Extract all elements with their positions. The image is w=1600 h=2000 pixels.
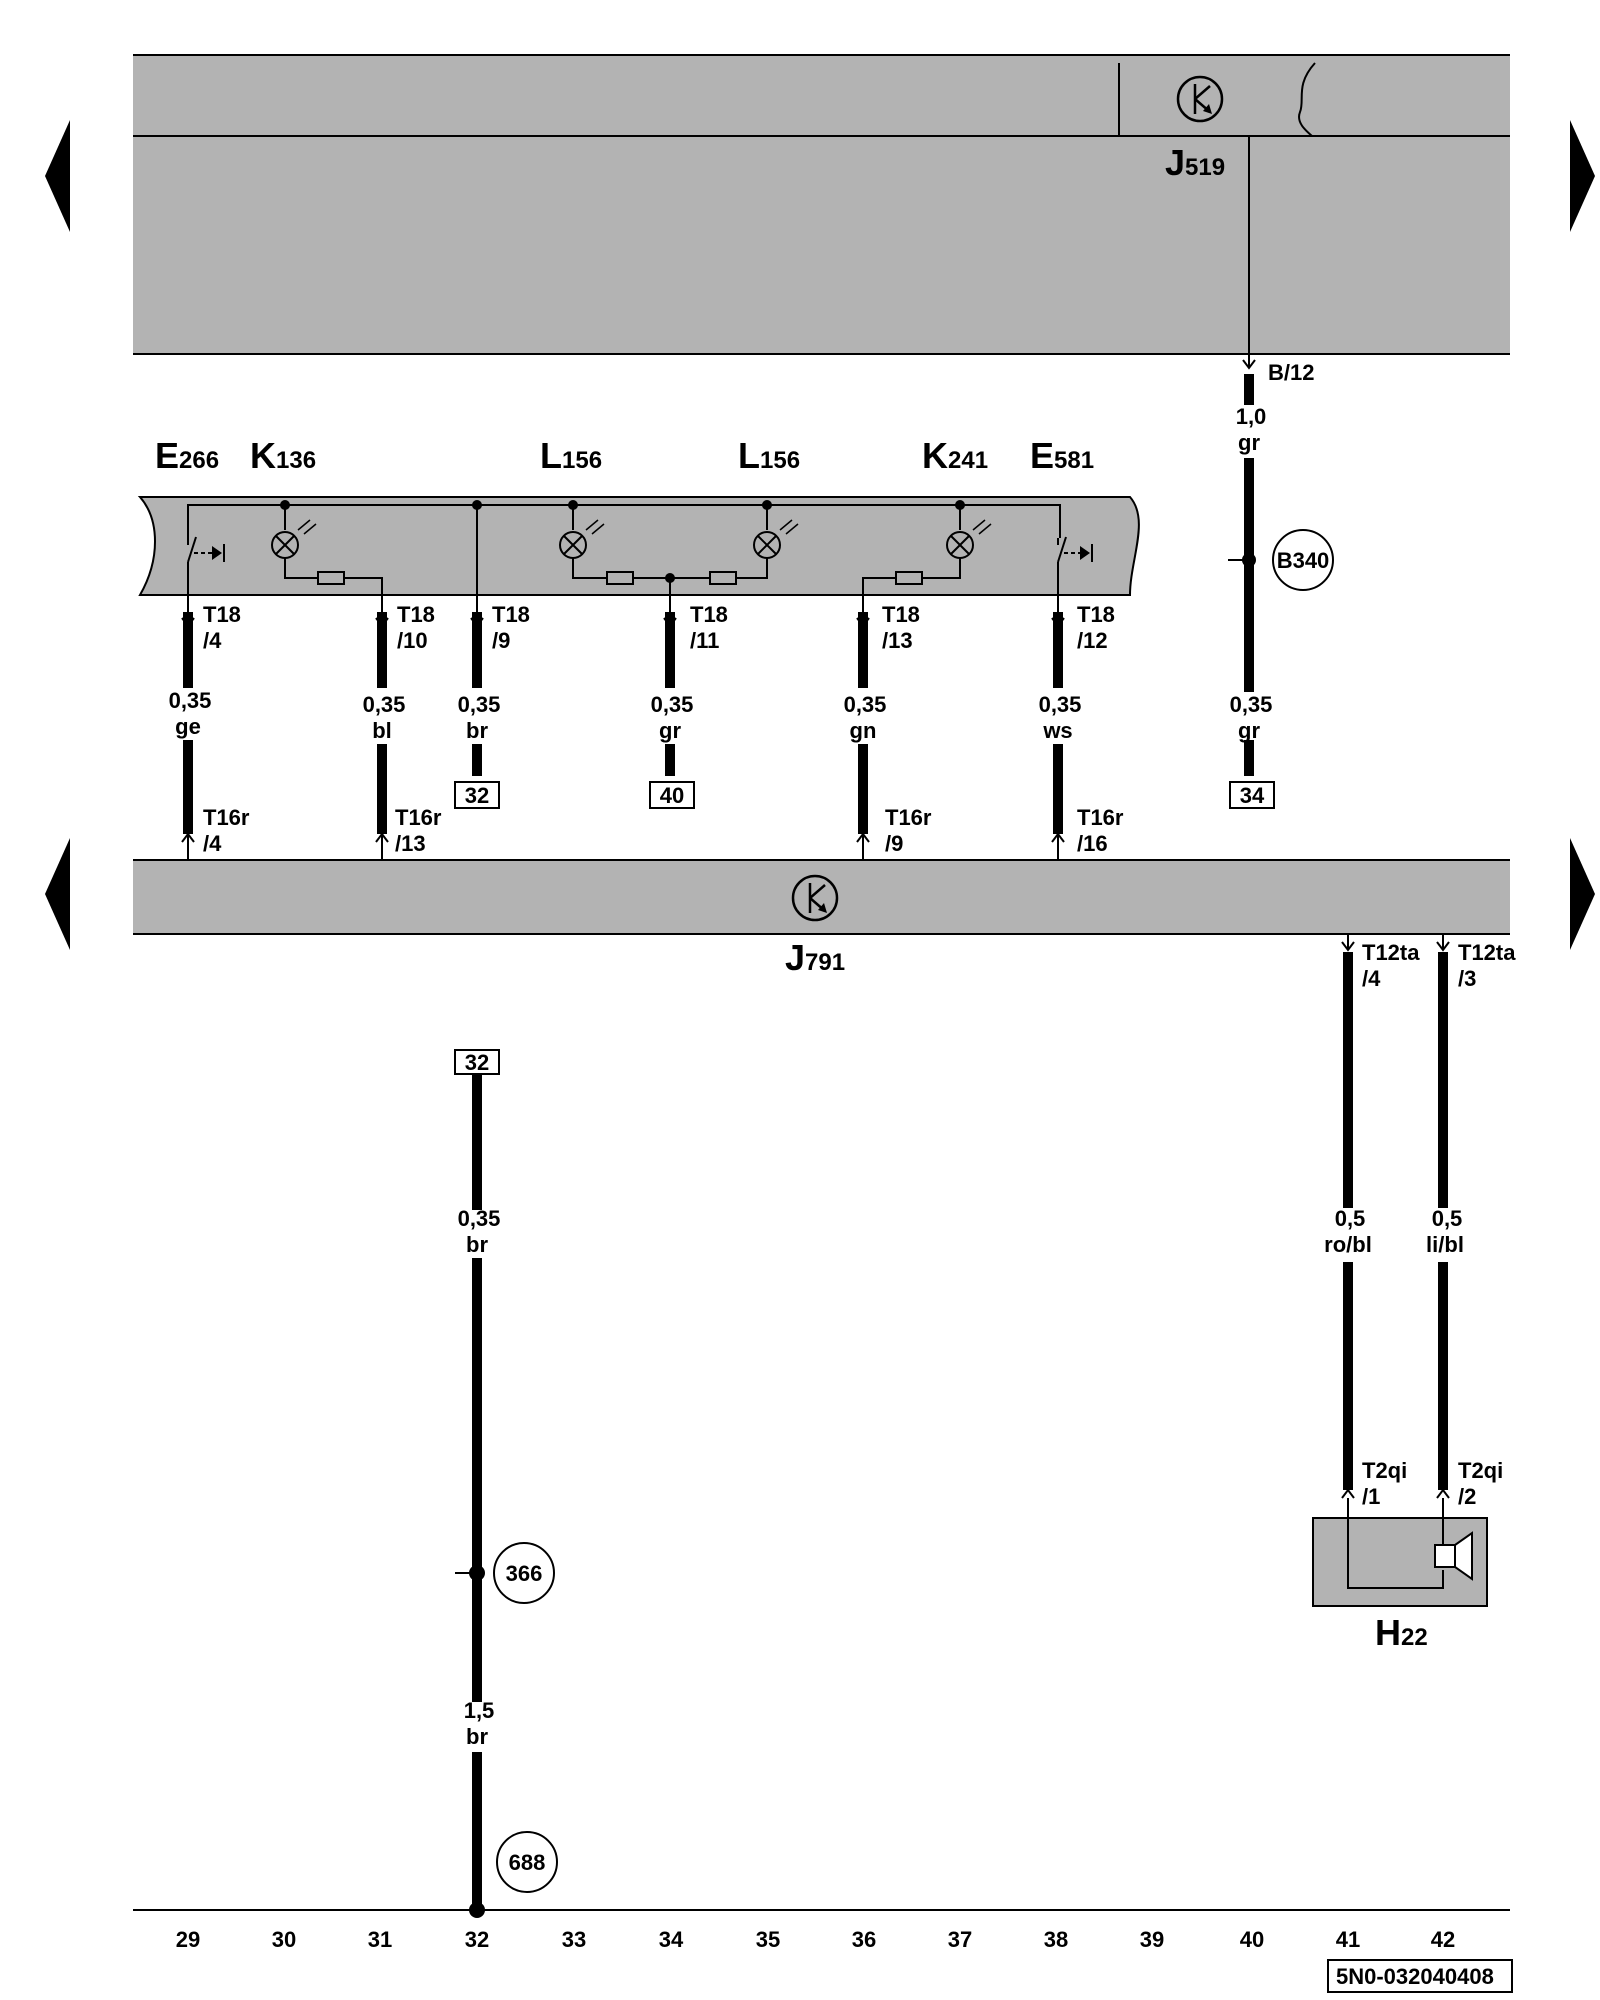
pin-t12ta-3: T12ta/3 xyxy=(1458,940,1516,991)
resistor-icon xyxy=(709,571,737,585)
node-366-label: 366 xyxy=(506,1561,543,1586)
pin-t16r-13: T16r/13 xyxy=(395,805,442,856)
label-e581: E581 xyxy=(1030,435,1094,476)
label-k241: K241 xyxy=(922,435,988,476)
junction-366: 366 xyxy=(455,1542,555,1604)
pin-b12: B/12 xyxy=(1268,360,1314,385)
j791-control-unit: J791 xyxy=(133,859,1510,978)
lamp-k241-icon xyxy=(946,519,992,559)
column-numbers: 29 30 31 32 33 34 35 36 37 38 39 40 41 4… xyxy=(176,1927,1455,1952)
node-b340-label: B340 xyxy=(1277,548,1330,573)
column-number: 31 xyxy=(368,1927,392,1952)
column-number: 37 xyxy=(948,1927,972,1952)
resistor-icon xyxy=(895,571,923,585)
nav-right-arrow-top[interactable] xyxy=(1570,120,1595,232)
pin-t16r-16: T16r/16 xyxy=(1077,805,1124,856)
junction-b340: B340 xyxy=(1228,529,1334,591)
pin-t2qi-1: T2qi/1 xyxy=(1362,1458,1407,1509)
label-e266: E266 xyxy=(155,435,219,476)
svg-text:34: 34 xyxy=(1240,783,1265,808)
column-number: 40 xyxy=(1240,1927,1264,1952)
pin-t16r-4: T16r/4 xyxy=(203,805,250,856)
pin-t18-11: T18/11 xyxy=(690,602,728,653)
node-688-label: 688 xyxy=(509,1850,546,1875)
pin-t16r-9: T16r/9 xyxy=(885,805,932,856)
column-number: 29 xyxy=(176,1927,200,1952)
column-number: 36 xyxy=(852,1927,876,1952)
column-number: 32 xyxy=(465,1927,489,1952)
column-number: 30 xyxy=(272,1927,296,1952)
j791-control-unit-icon xyxy=(791,874,839,922)
ground-point-688: 688 xyxy=(496,1831,558,1893)
pin-t12ta-4: T12ta/4 xyxy=(1362,940,1420,991)
pin-t18-13: T18/13 xyxy=(882,602,920,653)
label-h22: H22 xyxy=(1375,1612,1428,1653)
column-number: 34 xyxy=(659,1927,684,1952)
wires xyxy=(183,136,1448,1910)
nav-right-arrow-bottom[interactable] xyxy=(1570,838,1595,950)
column-number: 33 xyxy=(562,1927,586,1952)
ref-box-34[interactable]: 34 xyxy=(1229,781,1275,809)
ref-box-32a[interactable]: 32 xyxy=(454,781,500,809)
column-number: 35 xyxy=(756,1927,780,1952)
pin-t18-10: T18/10 xyxy=(397,602,435,653)
pin-t18-9: T18/9 xyxy=(492,602,530,653)
ref-box-40[interactable]: 40 xyxy=(649,781,695,809)
nav-left-arrow-top[interactable] xyxy=(45,120,70,232)
document-id-box: 5N0-032040408 xyxy=(1327,1959,1513,1993)
document-id: 5N0-032040408 xyxy=(1336,1964,1494,1989)
column-number: 39 xyxy=(1140,1927,1164,1952)
resistor-icon xyxy=(317,571,345,585)
switch-lamp-module xyxy=(137,496,1140,612)
svg-text:32: 32 xyxy=(465,1050,489,1075)
ref-box-32b[interactable]: 32 xyxy=(454,1049,500,1075)
switch-e581-icon xyxy=(1057,536,1093,612)
nav-left-arrow-bottom[interactable] xyxy=(45,838,70,950)
svg-text:32: 32 xyxy=(465,783,489,808)
ground-junction xyxy=(469,1902,485,1918)
label-l156b: L156 xyxy=(738,435,800,476)
svg-text:40: 40 xyxy=(660,783,684,808)
module-labels: E266 K136 L156 L156 K241 E581 xyxy=(155,435,1094,476)
column-number: 38 xyxy=(1044,1927,1068,1952)
speaker-icon xyxy=(1434,1531,1473,1581)
resistor-icon xyxy=(606,571,634,585)
switch-e266-icon xyxy=(187,536,225,612)
pin-t18-12: T18/12 xyxy=(1077,602,1115,653)
column-number: 41 xyxy=(1336,1927,1360,1952)
j519-control-unit: J519 xyxy=(133,54,1510,355)
pin-labels: B/12 T18/4 T18/10 T18/9 T18/11 T18/13 T1… xyxy=(203,360,1516,1509)
j519-control-unit-icon xyxy=(1176,75,1224,123)
pin-t18-4: T18/4 xyxy=(203,602,241,653)
label-j519: J519 xyxy=(1165,142,1225,183)
pin-t2qi-2: T2qi/2 xyxy=(1458,1458,1503,1509)
h22-speaker: H22 xyxy=(1312,1498,1488,1653)
column-number: 42 xyxy=(1431,1927,1455,1952)
label-j791: J791 xyxy=(785,937,845,978)
label-l156a: L156 xyxy=(540,435,602,476)
label-k136: K136 xyxy=(250,435,316,476)
